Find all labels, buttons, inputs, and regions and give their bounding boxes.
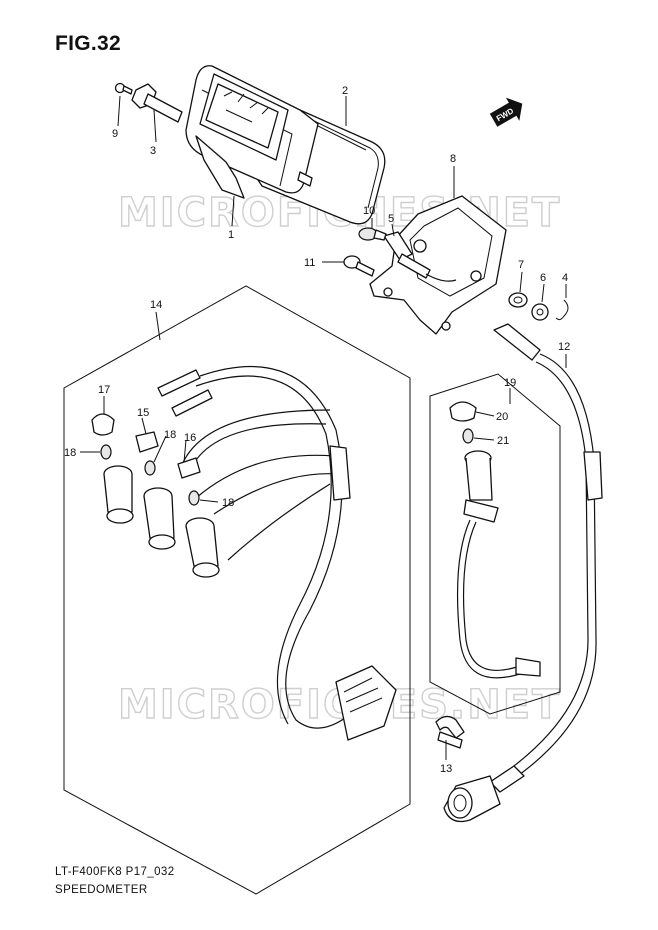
callout-18-right: 18 xyxy=(222,497,234,509)
bolt-9 xyxy=(114,82,133,95)
fwd-arrow-icon: FWD xyxy=(489,97,523,127)
callout-21: 21 xyxy=(497,435,509,447)
model-code: LT-F400FK8 P17_032 xyxy=(55,866,175,878)
figure-title: FIG.32 xyxy=(55,32,121,55)
lamp-socket-left xyxy=(103,465,134,524)
lamp-socket-middle xyxy=(143,487,176,550)
callout-20: 20 xyxy=(496,411,508,423)
callout-5: 5 xyxy=(388,213,394,225)
callout-9: 9 xyxy=(112,128,118,140)
grommet-16 xyxy=(177,457,201,479)
figure-caption: SPEEDOMETER xyxy=(55,884,148,896)
callout-2: 2 xyxy=(342,85,348,97)
lamp-frame-19 xyxy=(429,373,561,715)
bulb-18-mid xyxy=(144,460,156,476)
callout-labels: 9 3 1 2 8 10 5 11 7 6 4 12 14 19 20 21 1… xyxy=(64,85,570,775)
callout-19: 19 xyxy=(504,377,516,389)
speedometer-cable-12 xyxy=(443,323,603,823)
callout-17: 17 xyxy=(98,384,110,396)
bulb-18-left xyxy=(100,444,112,460)
callout-14: 14 xyxy=(150,299,162,311)
wiring-harness-14 xyxy=(157,365,397,741)
callout-1: 1 xyxy=(228,229,234,241)
lamp-assembly-19 xyxy=(449,401,541,679)
callout-13: 13 xyxy=(440,763,452,775)
leader-lines xyxy=(80,95,567,760)
callout-11: 11 xyxy=(304,257,315,269)
callout-16: 16 xyxy=(184,432,196,444)
grommet-15 xyxy=(135,431,159,453)
speedometer-housing xyxy=(185,65,386,225)
callout-18-mid: 18 xyxy=(164,429,176,441)
callout-4: 4 xyxy=(562,272,568,284)
lamp-socket-right xyxy=(185,517,220,578)
callout-7: 7 xyxy=(518,259,524,271)
gear-3 xyxy=(131,83,183,123)
clip-4 xyxy=(555,299,569,321)
grommet-17 xyxy=(91,413,115,436)
callout-12: 12 xyxy=(558,341,570,353)
callout-18-left: 18 xyxy=(64,447,76,459)
bulb-18-right xyxy=(188,490,200,506)
bulb-10 xyxy=(358,227,387,241)
clamp-13 xyxy=(435,715,465,749)
washer-6 xyxy=(531,303,549,321)
bracket-8 xyxy=(369,195,507,335)
callout-6: 6 xyxy=(540,272,546,284)
callout-10: 10 xyxy=(363,205,375,217)
grommet-7 xyxy=(508,292,528,308)
harness-frame-14 xyxy=(63,285,411,895)
bolt-11 xyxy=(343,255,375,277)
callout-15: 15 xyxy=(137,407,149,419)
callout-8: 8 xyxy=(450,153,456,165)
callout-3: 3 xyxy=(150,145,156,157)
